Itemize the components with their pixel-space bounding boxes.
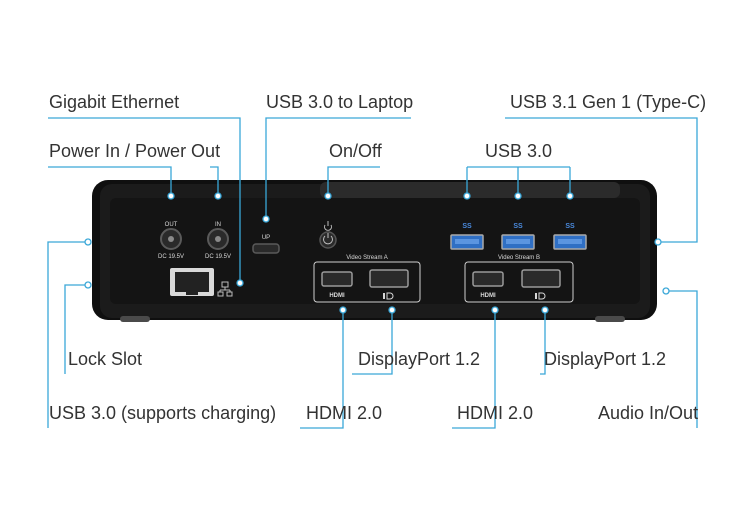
usb-ss-logo-1: SS [462,223,472,230]
hdmi-b-text: HDMI [480,293,496,299]
out-text: OUT [165,222,178,228]
leader-usb-laptop [265,117,411,219]
ethernet-port [170,268,214,296]
leader-on-off [327,166,380,196]
video-stream-b-panel [464,261,574,303]
label-audio-in-out: Audio In/Out [598,403,699,423]
power-out-jack [160,228,182,250]
label-power-in-out: Power In / Power Out [49,141,221,161]
usb-port-1 [450,234,484,250]
label-hdmi-b: HDMI 2.0 [457,403,534,423]
usb-ss-logo-3: SS [565,223,575,230]
leader-lines [47,117,698,429]
leader-hdmi-b [452,310,496,429]
leader-usb30-top [466,166,571,196]
label-hdmi-a: HDMI 2.0 [306,403,383,423]
leader-type-c [505,117,698,243]
power-symbol-icon [324,221,332,231]
video-stream-a-text: Video Stream A [346,255,388,261]
up-text: UP [262,235,270,241]
leader-displayport-b [540,310,546,375]
video-stream-b-text: Video Stream B [498,255,540,261]
video-stream-a-panel [313,261,421,303]
usb-up-port [252,243,280,254]
in-text: IN [215,222,221,228]
dc-out-text: DC 19.5V [158,254,184,260]
dc-in-text: DC 19.5V [205,254,231,260]
leader-usb30-charging [47,241,88,428]
leader-endpoints [84,192,670,314]
leader-gigabit-ethernet [48,117,241,283]
label-lock-slot: Lock Slot [68,349,143,369]
leader-power-left [48,166,172,196]
dock-body [92,180,657,322]
label-usb31-type-c: USB 3.1 Gen 1 (Type-C) [510,92,707,112]
label-displayport-b: DisplayPort 1.2 [544,349,667,369]
leader-power-right [210,166,219,196]
leader-hdmi-a [300,310,344,429]
label-usb30-charging: USB 3.0 (supports charging) [49,403,277,423]
label-gigabit-ethernet: Gigabit Ethernet [49,92,180,112]
power-in-jack [207,228,229,250]
leader-audio [666,290,698,428]
leader-displayport-a [352,310,393,375]
leader-lock-slot [64,284,88,374]
label-on-off: On/Off [329,141,382,161]
usb-ss-logo-2: SS [513,223,523,230]
label-usb30-to-laptop: USB 3.0 to Laptop [266,92,414,112]
displayport-b-icon [535,292,546,300]
displayport-a-icon [383,292,394,300]
power-button [319,231,337,249]
usb-port-3 [553,234,587,250]
hdmi-a-text: HDMI [329,293,345,299]
usb-port-2 [501,234,535,250]
network-icon [217,281,233,297]
label-usb30-top: USB 3.0 [485,141,553,161]
label-displayport-a: DisplayPort 1.2 [358,349,481,369]
